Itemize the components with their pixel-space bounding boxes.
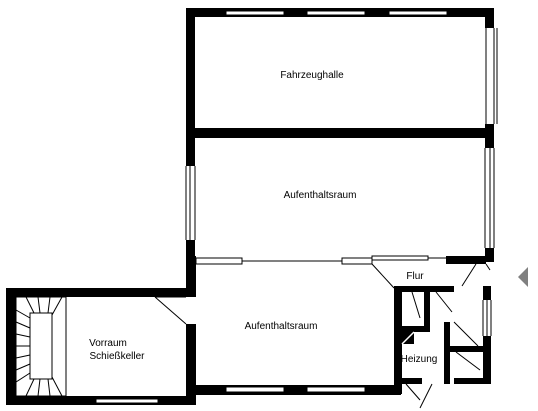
fahrzeughalle-top-windows — [225, 10, 448, 16]
room-label-aufenthaltsraum-upper: Aufenthaltsraum — [284, 190, 357, 201]
sliding-partition — [186, 255, 491, 289]
aufenthaltsraum-lower-windows — [225, 386, 366, 393]
room-label-flur: Flur — [406, 271, 424, 282]
vorraum-walls — [6, 262, 196, 405]
room-label-fahrzeughalle: Fahrzeughalle — [280, 70, 344, 81]
room-label-schiesskeller: Schießkeller — [89, 351, 145, 362]
service-window — [482, 300, 492, 336]
staircase — [15, 296, 67, 397]
vorraum-door — [154, 296, 187, 325]
vorraum-bottom-window — [95, 398, 159, 404]
room-label-aufenthaltsraum-lower: Aufenthaltsraum — [245, 321, 318, 332]
service-doors — [405, 291, 491, 409]
room-label-heizung: Heizung — [401, 354, 438, 365]
room-label-vorraum: Vorraum — [89, 338, 127, 349]
chimney — [401, 331, 415, 345]
triangle-left-icon — [518, 267, 528, 287]
fahrzeughalle-gate — [485, 28, 498, 124]
aufenthaltsraum-upper-windows — [185, 148, 495, 248]
aufenthaltsraum-lower-walls — [186, 385, 401, 395]
